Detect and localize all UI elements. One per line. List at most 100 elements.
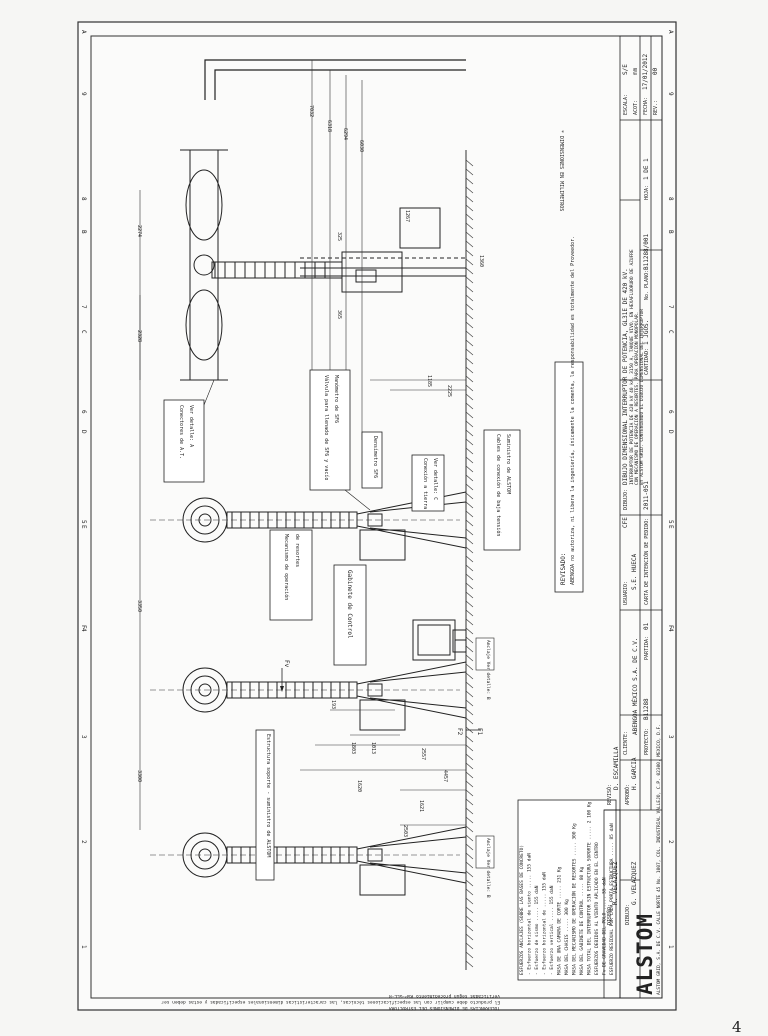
page-number: 4	[732, 1018, 742, 1036]
reviso-label: REVISÓ:	[606, 784, 613, 805]
revisado-title: REVISADO:	[560, 552, 567, 585]
callout-cables-line-2: Suministro de ALSTOM	[505, 434, 511, 494]
callout-mecanismo: Mecanismo de operación de resortes	[269, 529, 313, 621]
dim-2274: 2274	[136, 225, 142, 237]
dibujo-desc-label: DIBUJO:	[623, 489, 629, 510]
acot-label: ACOT:	[633, 100, 639, 115]
grid-number-right: 4	[667, 628, 674, 632]
cliente-value: ABENGOA MÉXICO S.A. DE C.V.	[631, 637, 639, 735]
dibujo-label: DIBUJO:	[625, 904, 631, 925]
dim-3350: 3350	[136, 600, 142, 612]
dim-2225: 2225	[446, 385, 452, 397]
grid-letter-left: B	[80, 230, 87, 234]
rev-value: 00	[652, 67, 659, 75]
dim-193: 193	[330, 700, 336, 709]
force-f1: F1	[476, 728, 483, 736]
anchor-label-2: Anclaje Ver detalle: B	[485, 838, 491, 898]
dibujo-desc-sub-2: CON MECANISMO DE OPERACIÓN A RESORTES. P…	[633, 312, 640, 485]
dim-1621: 1621	[418, 800, 424, 812]
grid-number-left: 3	[80, 735, 87, 739]
dim-365: 365	[336, 310, 342, 319]
dibujo-desc-value: DIBUJO DIMENSIONAL INTERRUPTOR DE POTENC…	[622, 268, 629, 485]
callout-estructura: Estructura soporte - suministro de ALSTO…	[255, 729, 275, 881]
callout-conectores: Conectores de A.T. Ver detalle: A	[163, 379, 215, 483]
cantidad-label: CANTIDAD:	[644, 348, 650, 375]
partida-value: 01	[643, 622, 650, 630]
force-fv: Fv	[283, 660, 290, 668]
grid-number-right: 5	[667, 520, 674, 524]
callout-tierra-line-2: Ver detalle: C	[432, 458, 438, 500]
grid-number-left: 4	[80, 628, 87, 632]
grid-number-right: 2	[667, 840, 674, 844]
proyecto-label: PROYECTO:	[644, 728, 650, 755]
grid-number-right: 1	[667, 945, 674, 949]
dimensions-note: * DIMENSIONES EN MILIMETROS	[558, 130, 564, 211]
usuario-value: CFE	[622, 517, 629, 528]
diseno-label: DISEÑO:	[606, 904, 613, 925]
callout-tierra-line-1: Conexión a tierra	[422, 458, 429, 509]
callout-conectores-line-1: Conectores de A.T.	[178, 405, 184, 459]
force-f2: F2	[456, 728, 463, 736]
callout-estructura-line-1: Estructura soporte - suministro de ALSTO…	[265, 734, 271, 857]
callout-gabinete-line-1: Gabinete de Control	[346, 570, 353, 639]
grid-number-left: 5	[80, 520, 87, 524]
cliente-label: CLIENTE:	[623, 731, 629, 755]
carta-value: 2011-051	[643, 481, 650, 510]
weights-row: - Esfuerzo horizontal de viento ..... 15…	[527, 853, 533, 975]
cantidad-value: 1 JGOS.	[643, 320, 650, 345]
callout-mecanismo-line-1: Mecanismo de operación	[283, 534, 290, 600]
title-block-text: ALSTOM ALSTOM GRID, S.A. DE C.V. CALLE N…	[606, 53, 662, 995]
weights-row: ESFUERZOS DEBIDOS AL VIENTO APLICADO EN …	[594, 842, 600, 975]
weights-row: Fv DE GRAVEDAD DEL POLO ..... 55 daN	[602, 877, 608, 975]
reviso-value: D. ESCAMILLA	[613, 746, 620, 790]
carta-label: CARTA DE INTENCIÓN DE PEDIDO:	[643, 518, 650, 605]
grid-letter-right: E	[667, 525, 674, 529]
rev-label: REV.:	[653, 100, 659, 115]
weights-row: ESFUERZOS ANCLAJES (SOBRE LAS BASES DE C…	[519, 845, 525, 975]
grid-letter-left: D	[80, 430, 87, 434]
force-labels: Fv F2 F1	[280, 660, 483, 736]
escala-value: S/E	[622, 64, 629, 75]
alstom-address: ALSTOM GRID, S.A. DE C.V. CALLE NORTE 45…	[656, 724, 662, 995]
weights-row: MASA TOTAL DEL INTERRUPTOR SIN ESTRUCTUR…	[587, 801, 593, 975]
dim-1360: 1360	[478, 255, 484, 267]
grid-number-right: 6	[667, 410, 674, 414]
weights-row: - Esfuerzo horizontal de ..... 155 daN	[542, 872, 548, 975]
fecha-label: FECHA:	[643, 97, 649, 115]
grid-letter-right: F	[667, 625, 674, 629]
grid-number-right: 8	[667, 197, 674, 201]
diseno-value: R. VELAZQUEZ	[612, 861, 619, 905]
grid-number-right: 9	[667, 92, 674, 96]
grid-letter-right: D	[667, 430, 674, 434]
grid-number-right: 7	[667, 305, 674, 309]
dim-1620: 1620	[356, 780, 362, 792]
anchor-label-1: Anclaje Ver detalle: B	[485, 640, 491, 700]
grid-letter-left: A	[80, 30, 87, 34]
dibujo-desc-sub-1: INTERRUPTOR DE POTENCIA DE 420 kV 40 kA,…	[629, 249, 635, 485]
grid-number-left: 8	[80, 197, 87, 201]
dim-2503: 2503	[402, 825, 408, 837]
revisado-text: ABENGOA no autoriza, ni libera la ingeni…	[569, 236, 576, 585]
callout-cables-line-1: Cables de conexión de baja tensión	[495, 434, 502, 536]
grid-letter-right: A	[667, 30, 674, 34]
dim-2557: 2557	[420, 748, 426, 760]
weights-row: MASA DEL GABINETE DE CONTROL ..... 80 Kg	[579, 866, 585, 975]
weights-row: - Esfuerzo de sismo ..... 155 daN	[534, 885, 540, 975]
dim-1013: 1013	[370, 742, 376, 754]
weights-row: ESFUERZO RESIDUAL POR CADA PORTA ESTRUCT…	[609, 823, 615, 975]
dibujo-value: G. VELAZQUEZ	[631, 861, 638, 905]
dim-1267: 1267	[404, 210, 410, 222]
aprobo-value: H. GARCIA	[631, 757, 638, 790]
revisado-note: REVISADO: ABENGOA no autoriza, ni libera…	[554, 236, 584, 593]
ground-hatching	[465, 159, 474, 968]
dim-1185: 1185	[426, 375, 432, 387]
dim-6294: 6294	[342, 128, 348, 140]
callout-valvula-line-1: Válvula para llenado de SF6 y vacío	[323, 375, 330, 480]
grid-letter-right: C	[667, 330, 674, 334]
weights-row: - Esfuerzo vertical ..... 155 daN	[549, 885, 555, 975]
callout-valvula: Válvula para llenado de SF6 y vacío Manó…	[309, 369, 371, 511]
title-block	[603, 35, 663, 999]
grid-letter-right: B	[667, 230, 674, 234]
top-note: TOLERANCIAS DE DIMENSIONES DEL ESTRUCTUR…	[161, 993, 500, 1011]
